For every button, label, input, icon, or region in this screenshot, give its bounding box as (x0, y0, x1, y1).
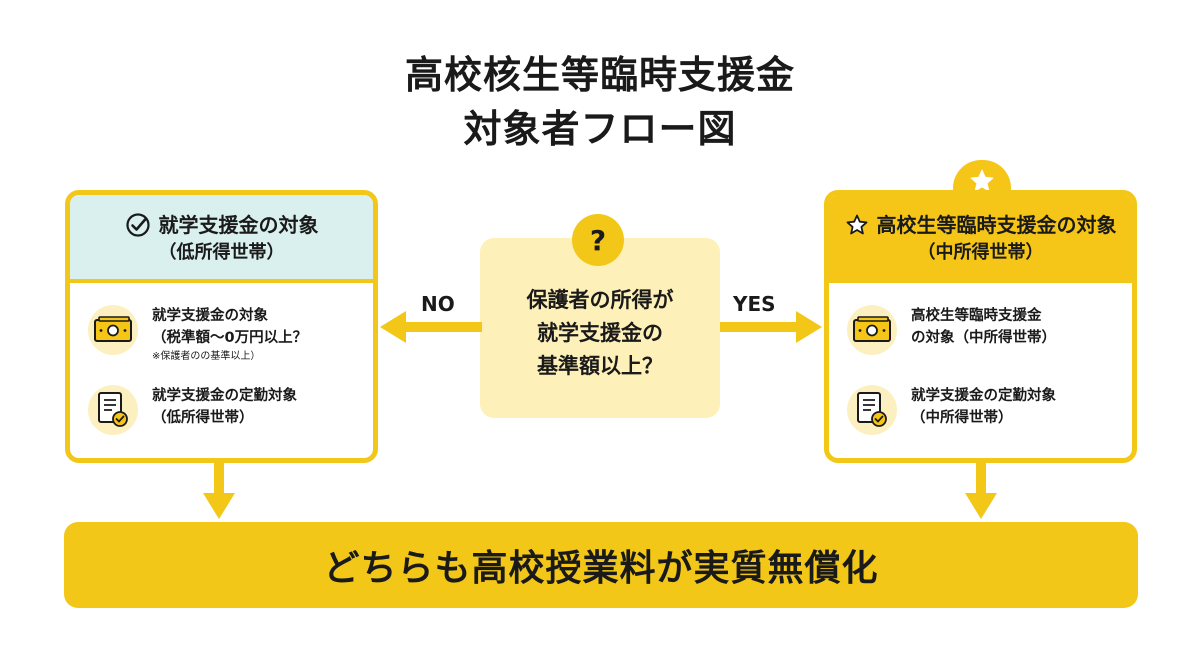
star-icon (970, 169, 994, 192)
no-arrow (380, 311, 482, 343)
left-panel: 就学支援金の対象 （低所得世帯） 就学支援金の対象 （税準額～0万円以上？ ※保… (65, 190, 378, 463)
left-down-arrow (203, 463, 235, 519)
decision-line1: 保護者の所得が (526, 288, 674, 312)
document-check-icon (88, 385, 138, 435)
left-row1-note: ※保護者のの基準以上） (152, 351, 261, 362)
left-panel-subtitle: （低所得世帯） (158, 242, 285, 263)
left-row-1: 就学支援金の対象 （税準額～0万円以上？ ※保護者のの基準以上） (88, 305, 307, 365)
right-row1-line2: の対象（中所得世帯） (911, 330, 1056, 346)
no-label: NO (421, 292, 455, 316)
yes-arrow (720, 311, 822, 343)
left-panel-header: 就学支援金の対象 （低所得世帯） (70, 195, 373, 283)
left-row1-line2: （税準額～0万円以上？ (152, 330, 308, 346)
left-row-2: 就学支援金の定勤対象 （低所得世帯） (88, 385, 297, 435)
star-icon (846, 214, 867, 235)
right-row-1: 高校生等臨時支援金 の対象（中所得世帯） (847, 305, 1056, 355)
title-line2: 対象者フロー図 (463, 107, 737, 151)
check-circle-icon (125, 213, 150, 237)
right-down-arrow (965, 463, 997, 519)
banknote-icon (88, 305, 138, 355)
right-panel-header: 高校生等臨時支援金の対象 （中所得世帯） (829, 195, 1132, 283)
question-icon: ? (572, 214, 624, 266)
right-row2-line1: 就学支援金の定勤対象 (911, 388, 1056, 404)
left-row2-line2: （低所得世帯） (152, 410, 254, 426)
decision-line2: 就学支援金の (537, 321, 663, 345)
result-bar: どちらも高校授業料が実質無償化 (64, 522, 1138, 608)
decision-line3: 基準額以上？ (537, 354, 663, 378)
left-row1-line1: 就学支援金の対象 (152, 308, 268, 324)
right-row2-line2: （中所得世帯） (911, 410, 1013, 426)
diagram-title: 高校核生等臨時支援金 対象者フロー図 (0, 48, 1200, 156)
left-row2-line1: 就学支援金の定勤対象 (152, 388, 297, 404)
result-text: どちらも高校授業料が実質無償化 (323, 548, 879, 589)
left-panel-title: 就学支援金の対象 (158, 213, 319, 237)
yes-label: YES (733, 292, 776, 316)
title-line1: 高校核生等臨時支援金 (404, 53, 795, 97)
right-panel-title: 高校生等臨時支援金の対象 (876, 213, 1117, 237)
right-row-2: 就学支援金の定勤対象 （中所得世帯） (847, 385, 1056, 435)
right-panel-subtitle: （中所得世帯） (917, 242, 1044, 263)
document-check-icon (847, 385, 897, 435)
right-row1-line1: 高校生等臨時支援金 (911, 308, 1042, 324)
decision-box: 保護者の所得が 就学支援金の 基準額以上？ (480, 238, 720, 418)
right-panel: 高校生等臨時支援金の対象 （中所得世帯） 高校生等臨時支援金 の対象（中所得世帯… (824, 190, 1137, 463)
banknote-icon (847, 305, 897, 355)
